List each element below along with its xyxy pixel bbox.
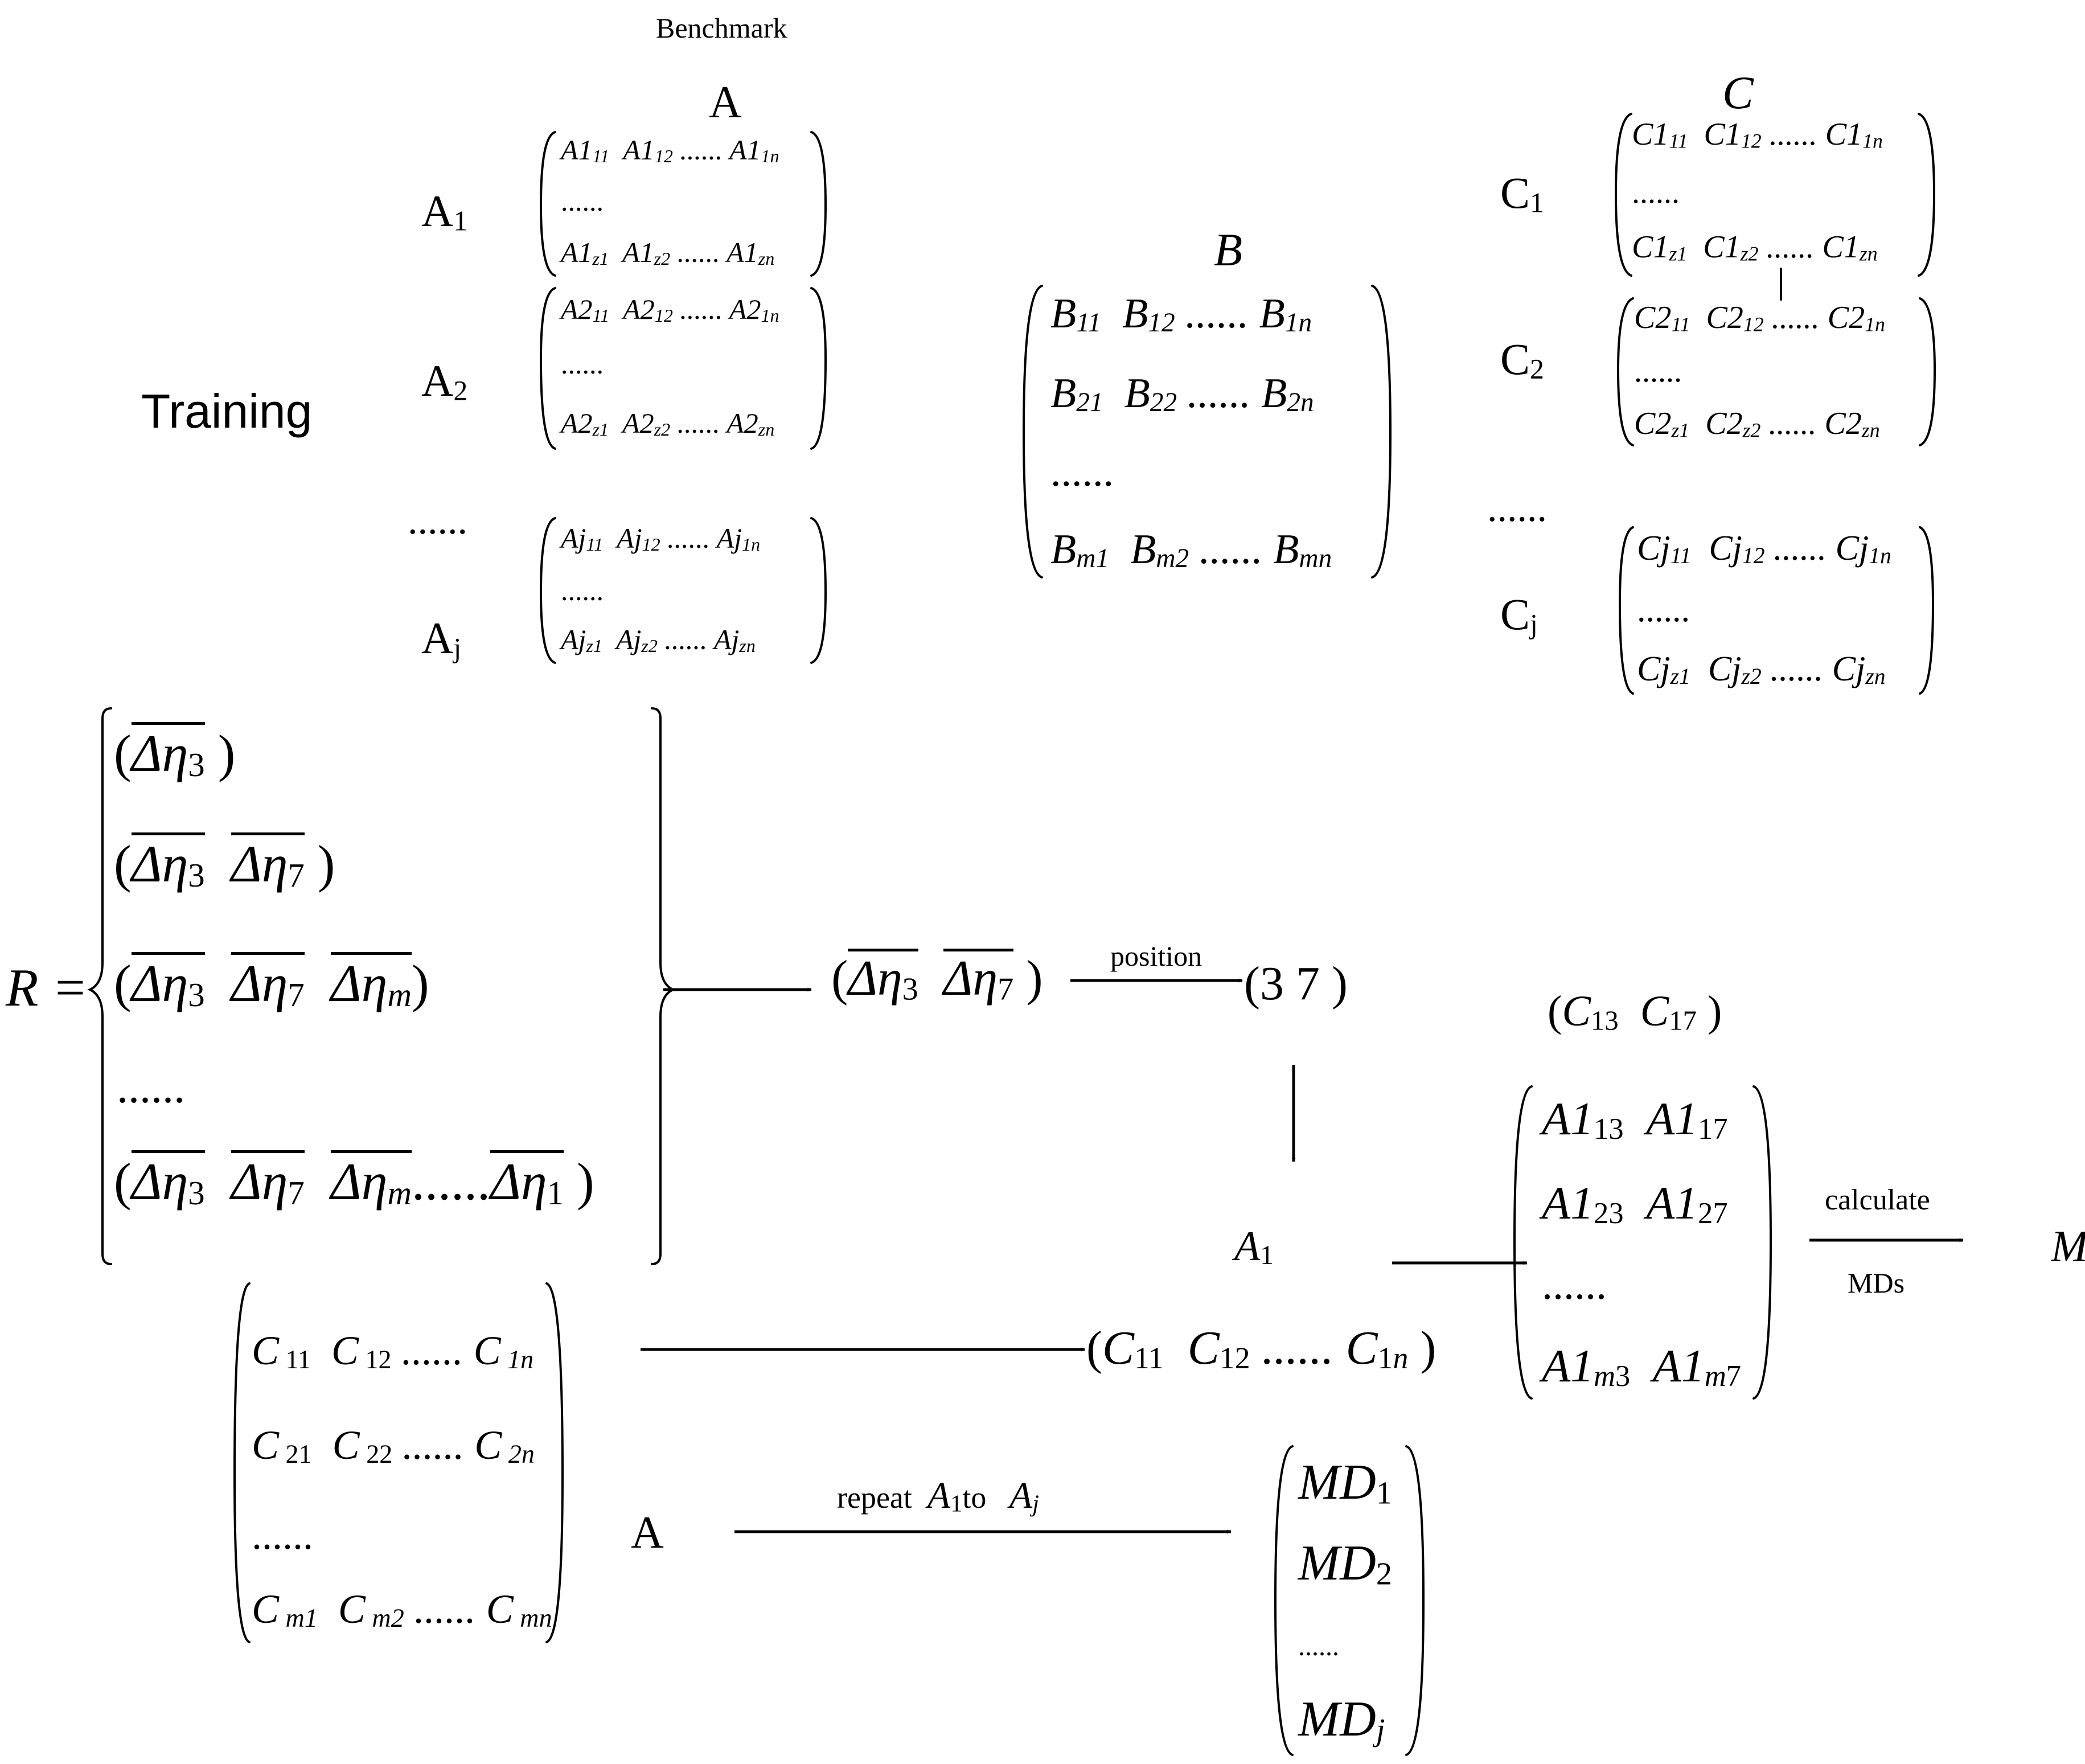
cj-block-row3: Cjz1 Cjz2 ...... Cjzn bbox=[1637, 650, 1886, 689]
a1-result-row3: ...... bbox=[1542, 1261, 1607, 1308]
a2-label: A2 bbox=[421, 356, 468, 407]
c2-block-row1: C211 C212 ...... C21n bbox=[1634, 300, 1885, 336]
b-left-paren bbox=[1022, 285, 1043, 579]
position-label: position bbox=[1110, 940, 1202, 972]
matrix-a-title: A bbox=[709, 77, 742, 128]
cm-left-paren bbox=[233, 1282, 251, 1643]
a1-block-row3: A1z1 A1z2 ...... A1zn bbox=[561, 236, 775, 269]
md-left-paren bbox=[1274, 1445, 1294, 1756]
md1-result: MD1 bbox=[2051, 1224, 2085, 1271]
md-vector-4: MDj bbox=[1298, 1692, 1385, 1748]
aj-block-row3: Ajz1 Ajz2 ...... Ajzn bbox=[561, 623, 756, 656]
cj-right-paren bbox=[1919, 526, 1935, 695]
c-pair: (C13 C17 ) bbox=[1548, 987, 1722, 1036]
a2-block-row3: A2z1 A2z2 ...... A2zn bbox=[561, 407, 775, 440]
cm-right-paren bbox=[545, 1282, 564, 1643]
a1-result-row1: A113 A117 bbox=[1542, 1093, 1728, 1146]
aj-block-row2: ...... bbox=[561, 575, 604, 606]
a2-block-row2: ...... bbox=[561, 348, 604, 380]
r-left-brace bbox=[87, 707, 112, 1265]
c1-block-row3: C1z1 C1z2 ...... C1zn bbox=[1632, 229, 1878, 265]
c1-left-paren bbox=[1614, 113, 1632, 277]
a1-right-paren bbox=[810, 131, 827, 277]
selected-pair: (Δη3 Δη7 ) bbox=[831, 949, 1043, 1006]
c2-block-row3: C2z1 C2z2 ...... C2zn bbox=[1634, 406, 1880, 442]
a2-left-paren bbox=[539, 287, 556, 450]
cm-row4: C m1 C m2 ...... C mn bbox=[252, 1586, 552, 1632]
md-vector-1: MD1 bbox=[1298, 1455, 1393, 1511]
c1-right-paren bbox=[1918, 113, 1936, 277]
aj-label: Aj bbox=[421, 613, 462, 664]
a-dots-label: ...... bbox=[408, 499, 467, 543]
b-row3: ...... bbox=[1050, 449, 1114, 495]
a1-result-left-paren bbox=[1513, 1085, 1533, 1400]
a1-label: A1 bbox=[421, 186, 468, 237]
a1-block-row2: ...... bbox=[561, 185, 604, 217]
md-vector-3: ...... bbox=[1298, 1631, 1339, 1662]
b-row4: Bm1 Bm2 ...... Bmn bbox=[1050, 526, 1332, 574]
r-row5: (Δη3 Δη7 Δηm......Δη1 ) bbox=[114, 1150, 594, 1211]
matrix-b-title: B bbox=[1214, 224, 1243, 276]
positions-vector: (3 7 ) bbox=[1244, 957, 1348, 1010]
cm-row2: C 21 C 22 ...... C 2n bbox=[252, 1422, 535, 1468]
c1-label: C1 bbox=[1500, 168, 1544, 219]
cm-row3: ...... bbox=[252, 1512, 313, 1558]
c2-left-paren bbox=[1616, 297, 1634, 446]
cj-block-row2: ...... bbox=[1637, 590, 1690, 629]
c2-right-paren bbox=[1919, 297, 1936, 446]
c2-label: C2 bbox=[1500, 334, 1544, 385]
benchmark-label: Benchmark bbox=[656, 12, 787, 44]
r-row2: (Δη3 Δη7 ) bbox=[114, 832, 335, 893]
c-row: (C11 C12 ...... C1n ) bbox=[1086, 1322, 1436, 1376]
aj-left-paren bbox=[539, 517, 556, 664]
a1-result-row2: A123 A127 bbox=[1542, 1177, 1728, 1230]
md-vector-2: MD2 bbox=[1298, 1536, 1393, 1592]
a1-result-row4: A1m3 A1m7 bbox=[1542, 1340, 1741, 1393]
a1-left-paren bbox=[539, 131, 556, 277]
a1-result-right-paren bbox=[1752, 1085, 1772, 1400]
c1-block-row2: ...... bbox=[1632, 175, 1680, 210]
r-row1: (Δη3 ) bbox=[114, 722, 235, 782]
md-right-paren bbox=[1405, 1445, 1425, 1756]
cj-block-row1: Cj11 Cj12 ...... Cj1n bbox=[1637, 529, 1891, 568]
c1-block-row1: C111 C112 ...... C11n bbox=[1632, 117, 1883, 153]
a1-middle-label: A1 bbox=[1234, 1223, 1274, 1271]
b-row2: B21 B22 ...... B2n bbox=[1050, 370, 1314, 418]
matrix-c-title: C bbox=[1722, 67, 1754, 118]
r-row3: (Δη3 Δη7 Δηm) bbox=[114, 952, 429, 1012]
cj-left-paren bbox=[1618, 526, 1634, 695]
repeat-label: repeat A1to Aj bbox=[837, 1475, 1039, 1517]
r-right-brace bbox=[651, 707, 676, 1265]
r-equals: R = bbox=[6, 958, 88, 1018]
a2-block-row1: A211 A212 ...... A21n bbox=[561, 293, 779, 326]
a2-right-paren bbox=[810, 287, 827, 450]
aj-right-paren bbox=[810, 517, 827, 664]
a1-block-row1: A111 A112 ...... A11n bbox=[561, 134, 779, 166]
b-right-paren bbox=[1371, 285, 1392, 579]
mds-label: MDs bbox=[1848, 1267, 1905, 1299]
r-row4: ...... bbox=[117, 1062, 185, 1113]
aj-block-row1: Aj11 Aj12 ...... Aj1n bbox=[561, 522, 761, 555]
cm-row1: C 11 C 12 ...... C 1n bbox=[252, 1328, 534, 1374]
c2-block-row2: ...... bbox=[1634, 354, 1682, 389]
calculate-label: calculate bbox=[1825, 1184, 1930, 1216]
c-dots-label: ...... bbox=[1487, 486, 1547, 530]
b-row1: B11 B12 ...... B1n bbox=[1050, 290, 1312, 338]
cj-label: Cj bbox=[1500, 589, 1538, 640]
a-label-bottom: A bbox=[631, 1508, 664, 1558]
training-label: Training bbox=[141, 384, 313, 438]
